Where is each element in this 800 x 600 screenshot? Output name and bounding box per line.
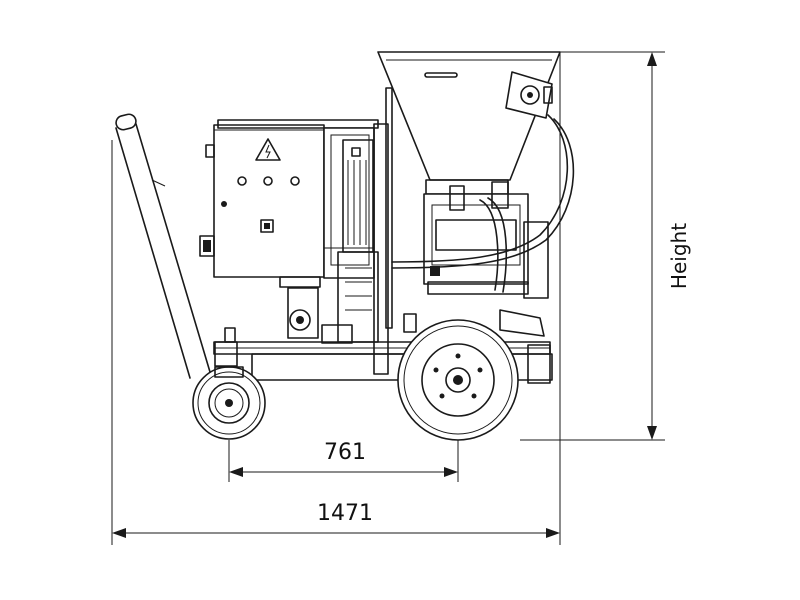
main-switch (260, 219, 274, 233)
dimension-wheelbase: 761 (228, 440, 459, 482)
height-label: Height (667, 223, 691, 289)
rotor-pump-body (403, 181, 549, 337)
overall-length-label: 1471 (317, 501, 373, 526)
wheelbase-label: 761 (324, 440, 366, 465)
dimension-overall-length: 1471 (111, 52, 561, 545)
tow-handle (115, 113, 211, 379)
dimension-height: Height (520, 51, 691, 441)
material-hopper (377, 51, 561, 195)
pressure-gauge (505, 71, 553, 119)
control-knobs (237, 176, 300, 186)
control-box (199, 124, 325, 288)
high-voltage-warning-icon (255, 138, 281, 161)
motor-housing (217, 87, 393, 375)
air-hoses (391, 114, 575, 293)
front-caster-wheel (192, 366, 266, 440)
drive-gear-unit (287, 251, 379, 344)
main-wheel (397, 319, 519, 441)
